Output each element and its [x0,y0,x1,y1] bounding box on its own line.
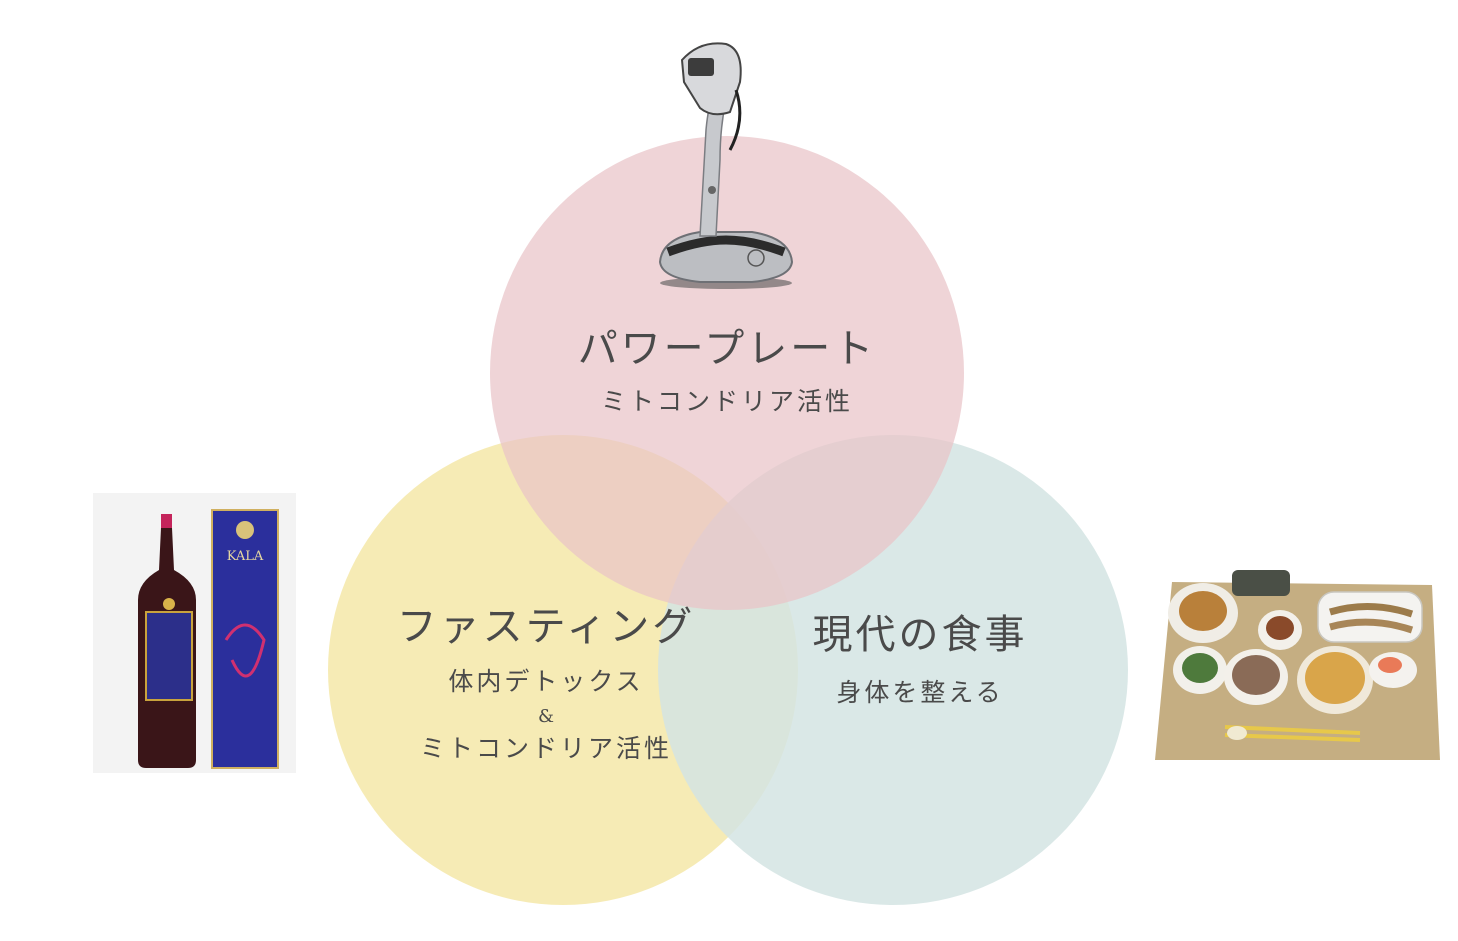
power-plate-image [658,42,794,289]
fasting-title: ファスティング [397,604,696,650]
powerplate-subtitle: ミトコンドリア活性 [601,387,853,416]
food-title: 現代の食事 [813,612,1028,658]
venn-circles [328,136,1128,905]
fasting-ampersand: & [538,706,554,727]
powerplate-title: パワープレート [578,326,877,372]
circle-powerplate [490,136,964,610]
kala-product-image: KALA [93,493,296,773]
food-subtitle: 身体を整える [836,678,1003,707]
fasting-line2: ミトコンドリア活性 [420,734,672,763]
meal-tray-image [1155,570,1440,760]
fasting-line1: 体内デトックス [448,667,643,696]
svg-text:KALA: KALA [227,549,264,564]
